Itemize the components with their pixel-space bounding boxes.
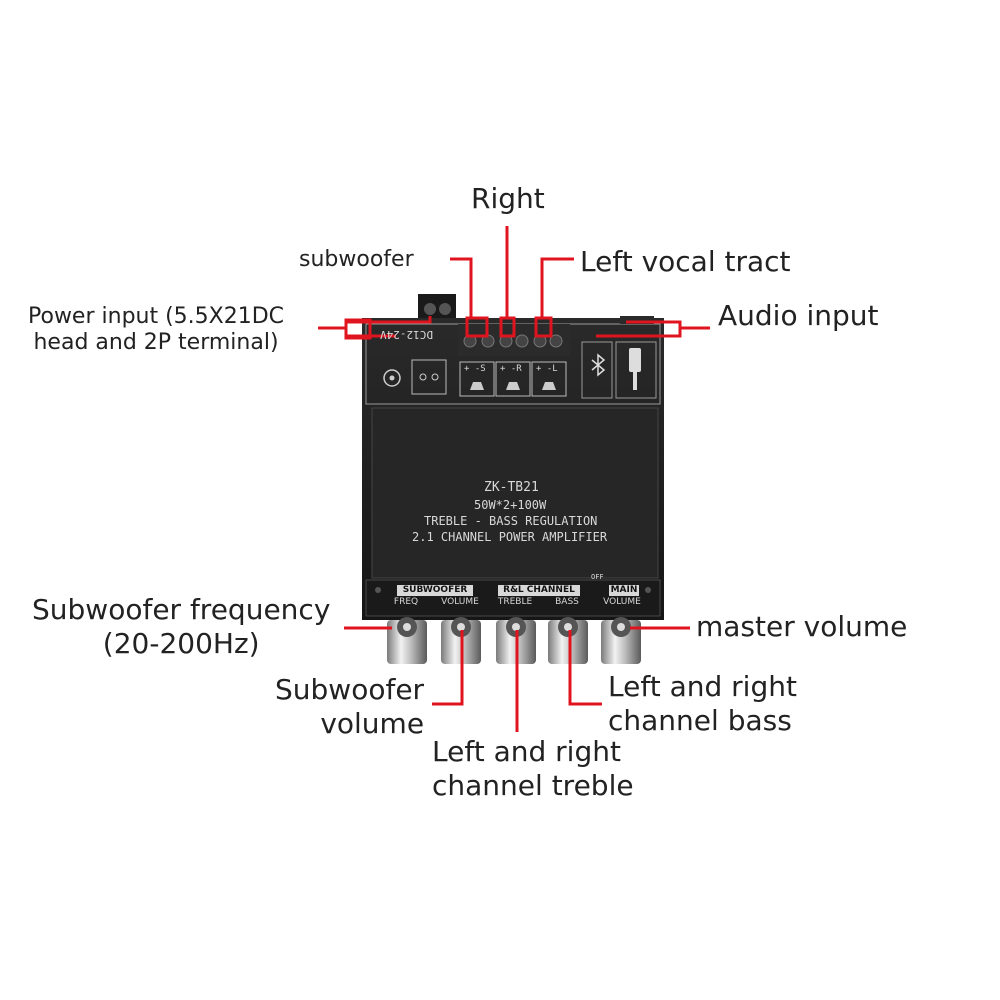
- bluetooth-box: [581, 341, 613, 399]
- callout-subwoofer: subwoofer: [299, 247, 414, 272]
- callout-audio-input: Audio input: [718, 299, 879, 332]
- off-label: OFF: [591, 573, 604, 581]
- dc-terminal-label-box: [411, 359, 447, 395]
- amplifier-label: 2.1 CHANNEL POWER AMPLIFIER: [412, 530, 608, 544]
- center-plate: [371, 407, 659, 579]
- callout-treble-line2: channel treble: [432, 768, 634, 802]
- knob-label-main-volume: VOLUME: [603, 597, 641, 607]
- callout-right: Right: [471, 182, 545, 215]
- group-subwoofer-label: SUBWOOFER: [397, 585, 473, 596]
- leader-lines: [318, 226, 710, 732]
- leader-power-bracket: [344, 318, 372, 340]
- callout-power-input: Power input (5.5X21DC head and 2P termin…: [28, 304, 284, 357]
- leader-subwoofer: [450, 257, 489, 338]
- speaker-icon: [506, 382, 520, 390]
- terminal-screw: [439, 303, 451, 315]
- regulation-label: TREBLE - BASS REGULATION: [424, 514, 598, 528]
- terminal-screw: [424, 303, 436, 315]
- mounting-hole: [375, 587, 381, 593]
- callout-left-vocal: Left vocal tract: [580, 245, 791, 278]
- callout-power-line1: Power input (5.5X21DC: [28, 304, 285, 329]
- knob-sub-freq[interactable]: [387, 617, 427, 664]
- dc-jack-icon: [383, 369, 401, 387]
- callout-sub-vol-line2: volume: [320, 706, 425, 740]
- leader-audio-2: [596, 328, 682, 338]
- aux-plug-tip: [633, 372, 637, 390]
- leader-left-vocal: [534, 257, 574, 338]
- dc-jack-pin: [389, 375, 395, 381]
- leader-audio: [626, 320, 710, 330]
- knob-bass[interactable]: [548, 617, 588, 664]
- callout-power-line2: head and 2P terminal): [33, 330, 279, 356]
- aux-jack: [620, 316, 654, 324]
- callout-bass: Left and right channel bass: [608, 670, 797, 737]
- speaker-label-r: + -R: [500, 364, 522, 374]
- callout-bass-line2: channel bass: [608, 703, 792, 737]
- aux-box: [615, 341, 657, 399]
- callout-treble: Left and right channel treble: [432, 735, 634, 802]
- speaker-label-l: + -L: [536, 364, 558, 374]
- speaker-output-r-box: [495, 361, 531, 397]
- knob-label-bass: BASS: [555, 597, 579, 607]
- leader-sub-volume: [432, 630, 464, 706]
- speaker-screw: [549, 334, 563, 348]
- callout-sub-freq-line1: Subwoofer frequency: [32, 593, 331, 626]
- speaker-icon: [542, 382, 556, 390]
- callout-master-volume: master volume: [696, 610, 908, 643]
- knob-main-volume[interactable]: [601, 617, 641, 664]
- callout-bass-line1: Left and right: [608, 670, 797, 703]
- speaker-label-s: + -S: [464, 364, 486, 374]
- knob-label-freq: FREQ: [393, 597, 419, 607]
- callout-sub-freq-line2: (20-200Hz): [102, 626, 260, 660]
- speaker-screw: [515, 334, 529, 348]
- terminal-pin-icon: [431, 373, 439, 381]
- leader-bass: [568, 630, 602, 706]
- mounting-hole: [645, 587, 651, 593]
- knob-label-treble: TREBLE: [497, 597, 533, 607]
- model-label: ZK-TB21: [484, 480, 539, 495]
- power-rating-label: 50W*2+100W: [474, 498, 547, 512]
- aux-plug-icon: [629, 348, 641, 372]
- speaker-output-s-box: [459, 361, 495, 397]
- group-main-label: MAIN: [609, 585, 639, 596]
- speaker-icon: [470, 382, 484, 390]
- group-rl-label: R&L CHANNEL: [498, 585, 580, 596]
- callout-treble-line1: Left and right: [432, 735, 621, 768]
- leader-right: [499, 226, 516, 338]
- bluetooth-icon: [591, 353, 606, 377]
- callout-sub-volume: Subwoofer volume: [275, 673, 424, 740]
- knob-label-sub-volume: VOLUME: [441, 597, 479, 607]
- dc-label: DC12-24V: [380, 328, 433, 341]
- callout-sub-vol-line1: Subwoofer: [275, 673, 425, 706]
- terminal-pin-icon: [419, 373, 427, 381]
- callout-sub-frequency: Subwoofer frequency (20-200Hz): [32, 593, 330, 660]
- speaker-output-l-box: [531, 361, 567, 397]
